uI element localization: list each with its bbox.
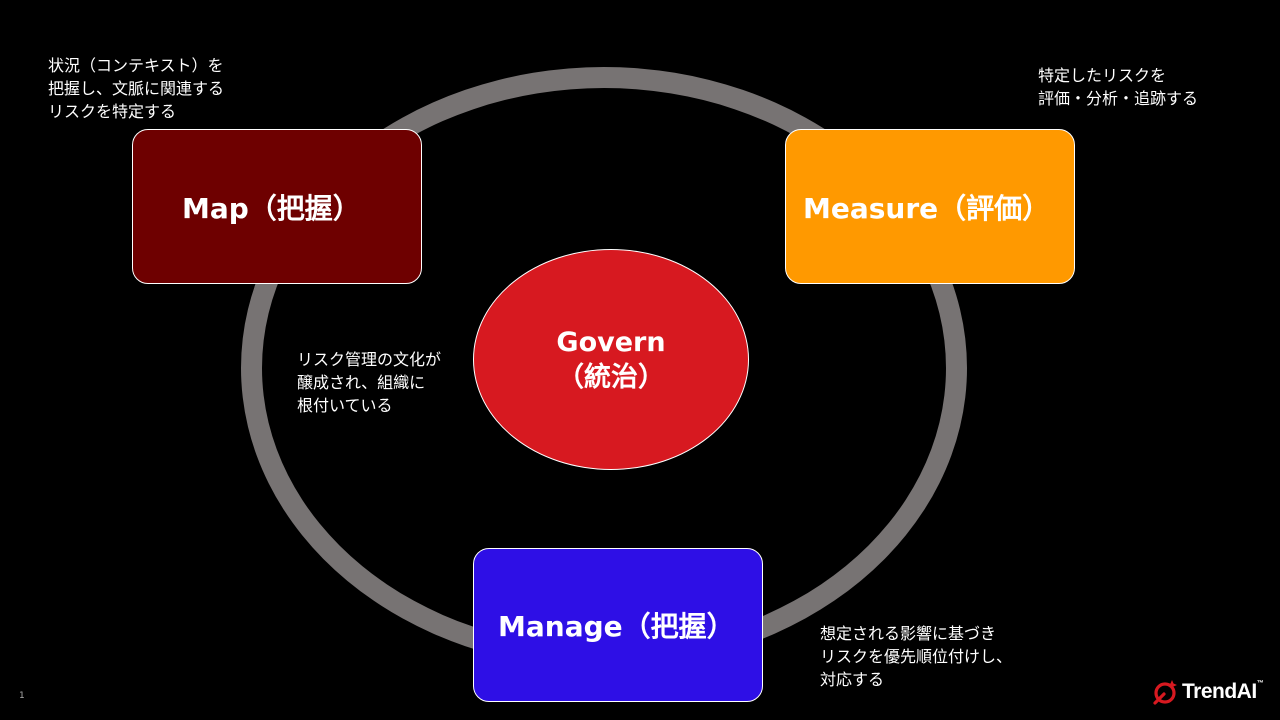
govern-sublabel: （統治） [557, 361, 665, 393]
manage-label: Manage（把握） [498, 610, 735, 643]
govern-label: Govern [556, 326, 666, 358]
map-description: 状況（コンテキスト）を 把握し、文脈に関連する リスクを特定する [48, 56, 225, 121]
manage-box: Manage（把握） [473, 548, 763, 702]
manage-description: 想定される影響に基づき リスクを優先順位付けし、 対応する [820, 624, 1013, 689]
govern-ellipse: Govern （統治） [473, 249, 749, 470]
logo-wordmark: TrendAI [1182, 680, 1257, 703]
trendai-logo: TrendAI™ [1153, 679, 1264, 705]
measure-description: 特定したリスクを 評価・分析・追跡する [1038, 66, 1199, 108]
trendai-logo-text: TrendAI™ [1182, 680, 1264, 704]
page-number: 1 [19, 691, 25, 701]
trendai-logo-icon [1153, 680, 1177, 705]
govern-description: リスク管理の文化が 醸成され、組織に 根付いている [297, 350, 442, 415]
measure-box: Measure（評価） [785, 129, 1075, 284]
trademark-mark: ™ [1256, 680, 1264, 687]
measure-label: Measure（評価） [803, 191, 1051, 225]
map-box: Map（把握） [132, 129, 422, 284]
map-label: Map（把握） [182, 191, 361, 225]
